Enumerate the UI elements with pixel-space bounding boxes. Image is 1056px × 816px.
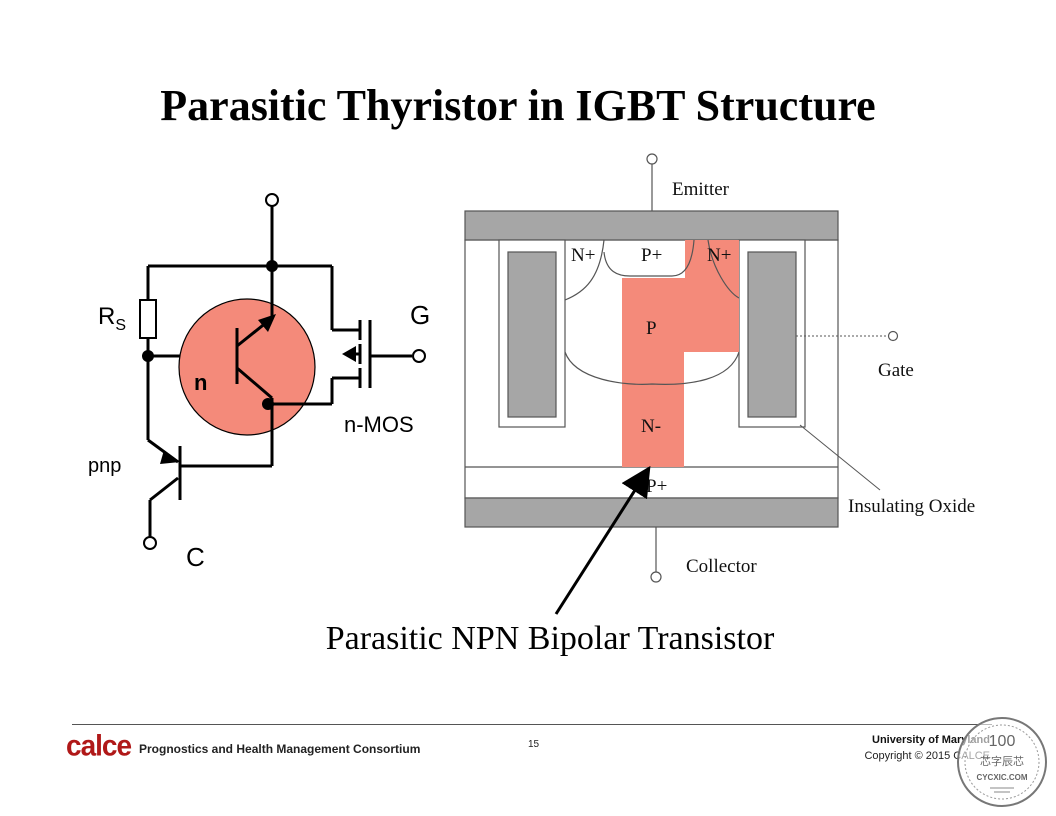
npn-transistor bbox=[235, 266, 276, 404]
p-plus-bottom-label: P+ bbox=[646, 476, 667, 497]
consortium-name: Prognostics and Health Management Consor… bbox=[139, 742, 421, 756]
collector-metal bbox=[464, 497, 839, 528]
igbt-structure: Emitter Gate Insulating Oxide Collector … bbox=[464, 153, 975, 583]
slide-caption: Parasitic NPN Bipolar Transistor bbox=[325, 620, 775, 657]
right-gate-poly bbox=[747, 251, 797, 418]
collector-struct-label: Collector bbox=[686, 556, 757, 577]
collector-terminal bbox=[143, 536, 157, 550]
top-terminal bbox=[265, 193, 279, 207]
n-label: n bbox=[194, 370, 207, 395]
rs-label: RS bbox=[98, 303, 126, 334]
footer-divider bbox=[72, 724, 992, 725]
nmos-label: n-MOS bbox=[344, 412, 414, 437]
gate-terminal bbox=[412, 349, 426, 363]
nmos-transistor bbox=[272, 320, 426, 406]
watermark-top: 100 bbox=[989, 733, 1016, 750]
gate-struct-label: Gate bbox=[878, 360, 914, 381]
pnp-transistor bbox=[143, 404, 274, 550]
parasitic-npn-highlight bbox=[178, 298, 316, 436]
emitter-label: Emitter bbox=[672, 179, 730, 200]
p-well-boundary bbox=[564, 351, 740, 385]
junction-dot-top bbox=[266, 260, 278, 272]
caption-arrow bbox=[554, 465, 651, 615]
page-number: 15 bbox=[528, 739, 540, 750]
right-n-plus-boundary bbox=[707, 239, 740, 299]
n-plus-right-label: N+ bbox=[707, 245, 731, 266]
left-gate-poly bbox=[507, 251, 557, 418]
n-plus-left-label: N+ bbox=[571, 245, 595, 266]
watermark-url: CYCXIC.COM bbox=[976, 773, 1027, 782]
oxide-label: Insulating Oxide bbox=[848, 496, 975, 517]
junction-dot-base bbox=[142, 350, 154, 362]
watermark-stamp: 100 芯字辰芯 CYCXIC.COM bbox=[957, 717, 1047, 807]
emitter-metal bbox=[464, 210, 839, 241]
calce-logo: calce bbox=[66, 729, 132, 762]
gate-lead-terminal bbox=[887, 330, 899, 342]
g-label: G bbox=[410, 300, 430, 330]
p-region-label: P bbox=[646, 318, 657, 339]
pnp-arrow bbox=[160, 450, 180, 464]
n-minus-label: N- bbox=[641, 416, 661, 437]
parasitic-highlight-region bbox=[622, 240, 739, 467]
left-n-plus-boundary bbox=[564, 239, 605, 301]
nmos-arrow bbox=[342, 346, 356, 362]
junction-dot-collector bbox=[262, 398, 274, 410]
rs-resistor bbox=[139, 299, 157, 339]
c-label: C bbox=[186, 542, 205, 572]
slide-title: Parasitic Thyristor in IGBT Structure bbox=[160, 81, 876, 130]
university-name: University of Maryland bbox=[872, 734, 990, 746]
npn-emitter-arrow bbox=[258, 314, 276, 332]
emitter-terminal bbox=[646, 153, 658, 165]
pnp-label: pnp bbox=[88, 455, 121, 477]
collector-lead-terminal bbox=[650, 571, 662, 583]
p-plus-top-label: P+ bbox=[641, 245, 662, 266]
watermark-middle: 芯字辰芯 bbox=[980, 754, 1024, 768]
p-plus-top-boundary bbox=[603, 239, 695, 277]
